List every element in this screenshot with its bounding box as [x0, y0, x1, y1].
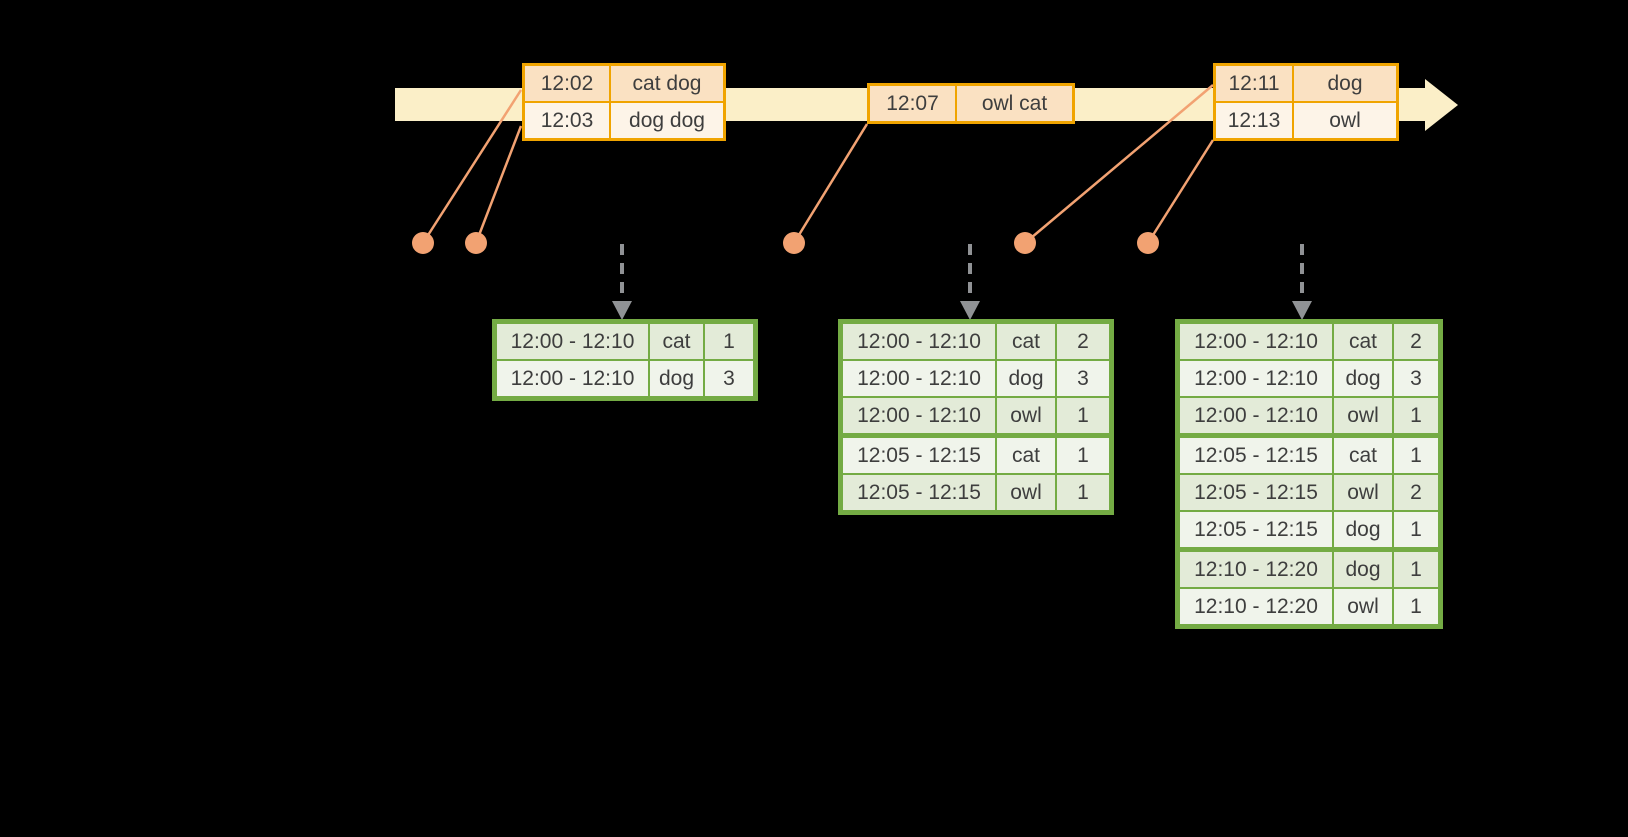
result-window-cell: 12:05 - 12:15 [843, 475, 995, 510]
result-window-cell: 12:00 - 12:10 [497, 324, 648, 359]
result-count-cell: 2 [1394, 324, 1438, 359]
result-word-cell: cat [997, 324, 1055, 359]
result-window-cell: 12:05 - 12:15 [1180, 475, 1332, 510]
event-dot-icon [412, 232, 434, 254]
event-connector-line [474, 125, 523, 244]
result-word-cell: owl [1334, 398, 1392, 433]
result-window-cell: 12:00 - 12:10 [843, 361, 995, 396]
result-window-cell: 12:05 - 12:15 [843, 438, 995, 473]
result-window-cell: 12:00 - 12:10 [1180, 324, 1332, 359]
result-word-cell: cat [1334, 324, 1392, 359]
result-word-cell: cat [1334, 438, 1392, 473]
result-word-cell: dog [1334, 552, 1392, 587]
event-time-cell: 12:07 [870, 86, 955, 121]
result-word-cell: dog [1334, 361, 1392, 396]
result-window-cell: 12:10 - 12:20 [1180, 589, 1332, 624]
result-window-cell: 12:05 - 12:15 [1180, 438, 1332, 473]
result-window-cell: 12:05 - 12:15 [1180, 512, 1332, 547]
event-words-cell: owl cat [957, 86, 1072, 121]
event-time-cell: 12:13 [1216, 103, 1292, 138]
result-window-cell: 12:00 - 12:10 [497, 361, 648, 396]
event-dot-icon [465, 232, 487, 254]
trigger-arrow-icon [1292, 244, 1312, 320]
event-time-cell: 12:11 [1216, 66, 1292, 101]
result-count-cell: 1 [1057, 398, 1109, 433]
result-count-cell: 1 [1394, 512, 1438, 547]
timeline-arrowhead-icon [1425, 79, 1458, 131]
result-count-cell: 3 [1057, 361, 1109, 396]
result-count-cell: 1 [1394, 589, 1438, 624]
event-words-cell: owl [1294, 103, 1396, 138]
event-words-cell: dog [1294, 66, 1396, 101]
event-dot-icon [1014, 232, 1036, 254]
result-count-cell: 3 [1394, 361, 1438, 396]
event-time-cell: 12:02 [525, 66, 609, 101]
result-window-cell: 12:10 - 12:20 [1180, 552, 1332, 587]
event-dot-icon [783, 232, 805, 254]
result-count-cell: 1 [1394, 552, 1438, 587]
result-word-cell: dog [1334, 512, 1392, 547]
event-words-cell: cat dog [611, 66, 723, 101]
result-count-cell: 1 [1394, 438, 1438, 473]
event-dot-icon [1137, 232, 1159, 254]
result-word-cell: owl [997, 398, 1055, 433]
result-window-cell: 12:00 - 12:10 [1180, 398, 1332, 433]
result-word-cell: dog [997, 361, 1055, 396]
result-count-cell: 3 [705, 361, 753, 396]
result-word-cell: owl [997, 475, 1055, 510]
event-words-cell: dog dog [611, 103, 723, 138]
result-count-cell: 2 [1057, 324, 1109, 359]
event-connector-line [792, 123, 869, 244]
result-window-cell: 12:00 - 12:10 [1180, 361, 1332, 396]
result-count-cell: 2 [1394, 475, 1438, 510]
result-word-cell: owl [1334, 589, 1392, 624]
trigger-arrow-icon [960, 244, 980, 320]
result-count-cell: 1 [1057, 438, 1109, 473]
result-word-cell: cat [650, 324, 703, 359]
result-count-cell: 1 [1057, 475, 1109, 510]
result-count-cell: 1 [705, 324, 753, 359]
result-word-cell: dog [650, 361, 703, 396]
result-word-cell: cat [997, 438, 1055, 473]
trigger-arrow-icon [612, 244, 632, 320]
result-word-cell: owl [1334, 475, 1392, 510]
result-window-cell: 12:00 - 12:10 [843, 324, 995, 359]
event-connector-line [1146, 139, 1215, 244]
event-time-cell: 12:03 [525, 103, 609, 138]
result-count-cell: 1 [1394, 398, 1438, 433]
result-window-cell: 12:00 - 12:10 [843, 398, 995, 433]
